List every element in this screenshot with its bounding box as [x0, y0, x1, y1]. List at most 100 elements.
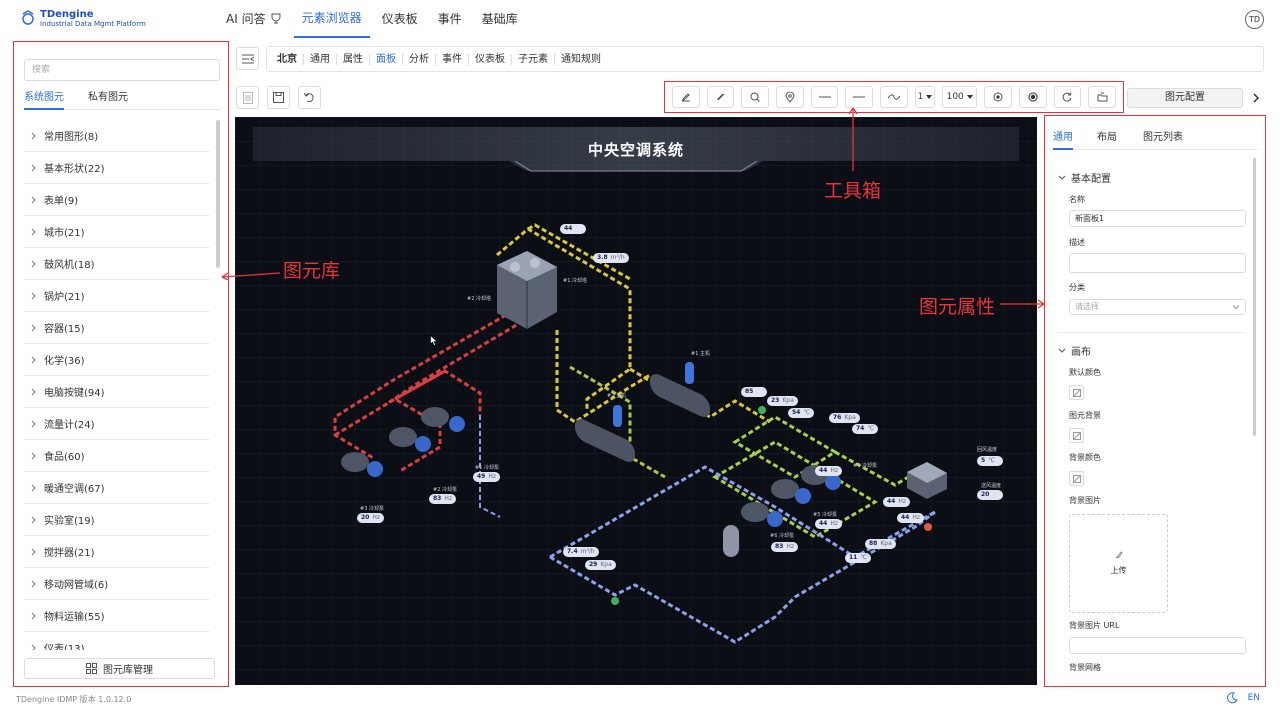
refresh-button[interactable] — [1053, 86, 1082, 108]
element-library-panel: 搜索 系统图元 私有图元 常用图形(8)基本形状(22)表单(9)城市(21)鼓… — [13, 41, 229, 687]
element-config-button[interactable]: 图元配置 — [1127, 88, 1243, 108]
breadcrumb-item[interactable]: 通知规则 — [561, 53, 601, 65]
library-category-item[interactable]: 移动网管域(6) — [24, 568, 210, 600]
radio-button-tool[interactable] — [984, 86, 1012, 108]
annotation-arrow-left-icon — [221, 272, 280, 280]
name-input[interactable]: 新面板1 — [1069, 210, 1246, 227]
library-category-item[interactable]: 表单(9) — [24, 184, 210, 216]
bg-url-input[interactable] — [1069, 637, 1246, 654]
breadcrumb-item[interactable]: 面板 — [370, 53, 403, 65]
chevron-right-icon — [31, 260, 36, 267]
language-switch[interactable]: EN — [1247, 693, 1260, 703]
library-search-input[interactable]: 搜索 — [24, 59, 220, 81]
value-badge: 85 — [741, 387, 767, 397]
tab-general[interactable]: 通用 — [1053, 131, 1073, 150]
hvac-diagram: #2 冷却塔 #1 冷却塔 #1 主机 #2 主机 #1 冷却泵 #2 冷却泵 … — [235, 117, 1037, 685]
library-category-item[interactable]: 化学(36) — [24, 344, 210, 376]
breadcrumb-item[interactable]: 分析 — [403, 53, 436, 65]
default-color-picker[interactable] — [1069, 385, 1084, 400]
breadcrumb-item[interactable]: 通用 — [304, 53, 337, 65]
library-category-item[interactable]: 仪表(13) — [24, 632, 210, 650]
expand-right-icon[interactable] — [1251, 92, 1261, 104]
element-bg-picker[interactable] — [1069, 428, 1084, 443]
library-category-item[interactable]: 搅拌器(21) — [24, 536, 210, 568]
library-category-item[interactable]: 实验室(19) — [24, 504, 210, 536]
line-tool-button[interactable] — [810, 86, 839, 108]
logo[interactable]: TDengine Industrial Data Mgmt Platform — [20, 9, 146, 29]
breadcrumb-item[interactable]: 仪表板 — [469, 53, 512, 65]
svg-text:#3 冷却泵: #3 冷却泵 — [360, 505, 384, 512]
library-category-item[interactable]: 常用图形(8) — [24, 120, 210, 152]
category-select[interactable]: 请选择 — [1069, 299, 1246, 315]
library-category-item[interactable]: 电脑按键(94) — [24, 376, 210, 408]
library-category-item[interactable]: 食品(60) — [24, 440, 210, 472]
design-canvas[interactable]: #2 冷却塔 #1 冷却塔 #1 主机 #2 主机 #1 冷却泵 #2 冷却泵 … — [235, 117, 1037, 685]
undo-button[interactable] — [298, 86, 321, 109]
curve-tool-button[interactable] — [880, 86, 908, 108]
radio-icon — [993, 92, 1003, 102]
library-category-item[interactable]: 城市(21) — [24, 216, 210, 248]
breadcrumb-item[interactable]: 北京 — [277, 53, 304, 65]
moon-icon[interactable] — [1226, 692, 1238, 704]
library-category-item[interactable]: 锅炉(21) — [24, 280, 210, 312]
library-category-item[interactable]: 鼓风机(18) — [24, 248, 210, 280]
value-badge: 20 — [977, 490, 1003, 500]
pen-icon — [681, 93, 690, 102]
chevron-right-icon — [31, 644, 36, 650]
breadcrumb-item[interactable]: 子元素 — [512, 53, 555, 65]
nav-element-browser[interactable]: 元素浏览器 — [293, 0, 370, 38]
avatar[interactable]: TD — [1245, 10, 1264, 29]
library-category-item[interactable]: 流量计(24) — [24, 408, 210, 440]
bg-image-upload[interactable]: 上传 — [1069, 514, 1168, 613]
library-category-item[interactable]: 容器(15) — [24, 312, 210, 344]
line-style-button[interactable] — [845, 86, 874, 108]
properties-scrollbar[interactable] — [1253, 158, 1256, 436]
category-label: 分类 — [1069, 283, 1085, 292]
search-tool-button[interactable] — [741, 86, 770, 108]
nav-dashboard[interactable]: 仪表板 — [381, 12, 418, 26]
tab-system-elements[interactable]: 系统图元 — [24, 91, 64, 110]
section-canvas[interactable]: 画布 — [1057, 343, 1091, 358]
doc-button[interactable] — [236, 86, 259, 109]
svg-text:#4 冷却泵: #4 冷却泵 — [853, 462, 877, 469]
no-color-icon — [1072, 431, 1081, 440]
section-basic-config[interactable]: 基本配置 — [1057, 170, 1111, 185]
value-badge: 74℃ — [852, 424, 879, 434]
zoom-select[interactable]: 100 — [942, 86, 978, 108]
bg-color-picker[interactable] — [1069, 471, 1084, 486]
pencil-tool-button[interactable] — [706, 86, 735, 108]
document-icon — [242, 91, 253, 104]
pencil-icon — [717, 93, 724, 101]
tab-layout[interactable]: 布局 — [1097, 132, 1117, 143]
svg-text:#5 冷却泵: #5 冷却泵 — [813, 511, 837, 518]
toolbox: 1 100 — [664, 81, 1124, 113]
nav-base-library[interactable]: 基础库 — [481, 12, 518, 26]
radio-filled-tool[interactable] — [1018, 86, 1047, 108]
library-category-item[interactable]: 暖通空调(67) — [24, 472, 210, 504]
library-category-item[interactable]: 基本形状(22) — [24, 152, 210, 184]
description-textarea[interactable] — [1069, 253, 1246, 273]
location-tool-button[interactable] — [776, 86, 804, 108]
line-width-select[interactable]: 1 — [914, 86, 936, 108]
nav-events[interactable]: 事件 — [437, 12, 462, 26]
chevron-right-icon — [31, 324, 36, 331]
breadcrumb-item[interactable]: 属性 — [337, 53, 370, 65]
collapse-sidebar-button[interactable] — [236, 47, 259, 70]
breadcrumb-item[interactable]: 事件 — [436, 53, 469, 65]
library-scrollbar[interactable] — [216, 120, 220, 268]
export-button[interactable] — [1088, 86, 1116, 108]
caret-down-icon — [966, 95, 973, 99]
tab-element-list[interactable]: 图元列表 — [1143, 132, 1183, 143]
save-button[interactable] — [267, 86, 290, 109]
tab-private-elements[interactable]: 私有图元 — [88, 92, 128, 103]
pen-tool-button[interactable] — [672, 86, 700, 108]
radio-filled-icon — [1028, 92, 1038, 102]
search-icon — [750, 92, 761, 102]
library-manage-button[interactable]: 图元库管理 — [24, 658, 215, 679]
nav-ai-qa[interactable]: AI 问答 — [218, 0, 290, 38]
annotation-arrow-right-icon — [1000, 299, 1045, 309]
library-category-item[interactable]: 物料运输(55) — [24, 600, 210, 632]
